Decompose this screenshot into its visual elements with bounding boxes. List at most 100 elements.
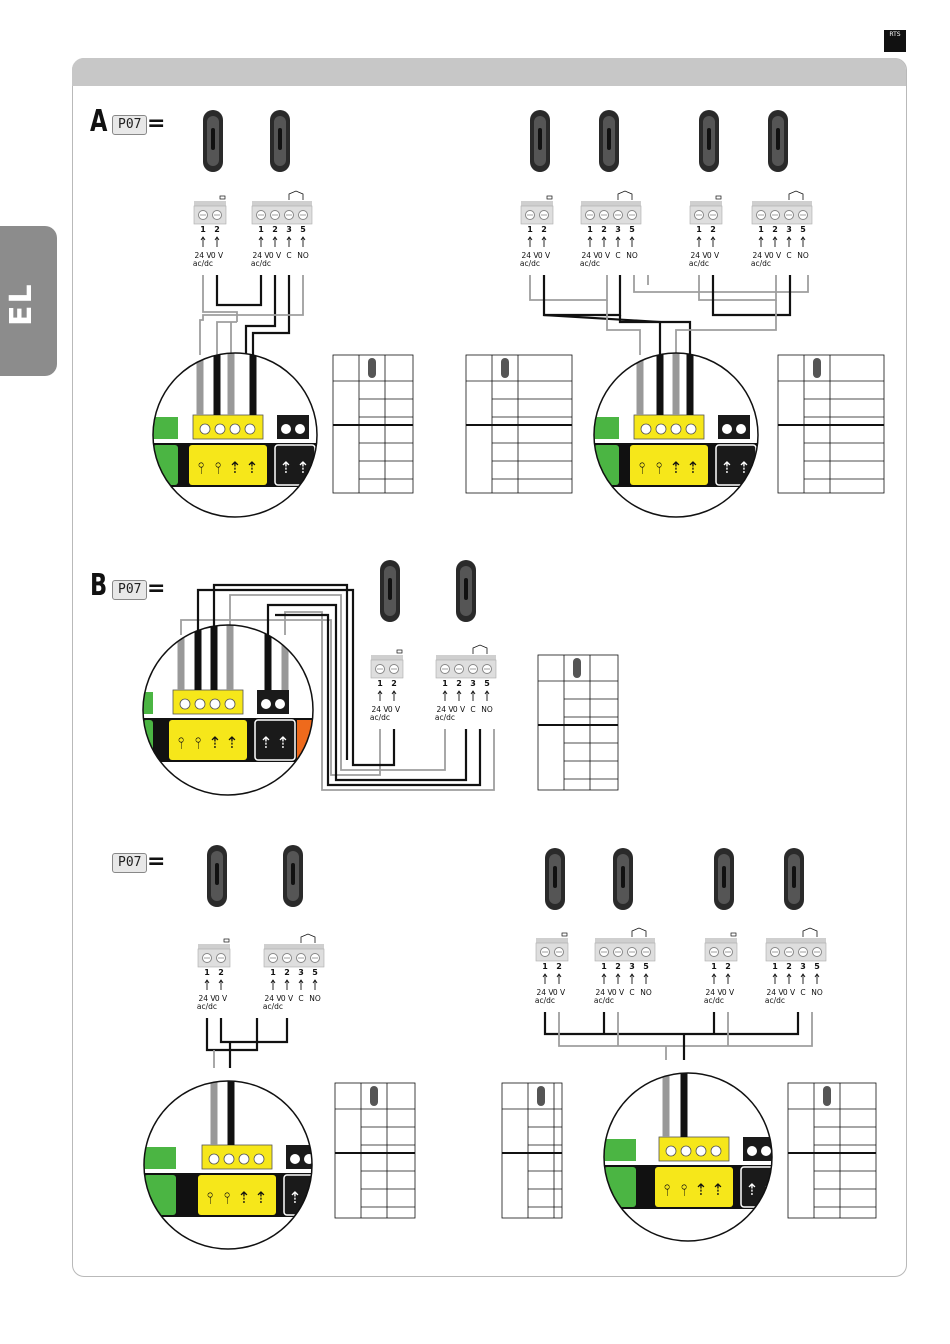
arrow-head — [800, 236, 806, 241]
orange-terminal — [317, 445, 337, 485]
terminal-number: 1 — [377, 679, 383, 688]
supply-label: 24 V — [521, 251, 539, 260]
arrow-head — [711, 973, 717, 978]
arrow-head — [643, 973, 649, 978]
terminal-number: 5 — [300, 225, 306, 234]
indicator-led — [546, 195, 553, 200]
supply-type-label: ac/dc — [435, 713, 455, 722]
green-connector — [143, 692, 153, 714]
wire — [251, 275, 291, 355]
photocell-window — [553, 866, 557, 888]
arrow-up-icon: ⇡ — [288, 1188, 301, 1207]
connector-screw — [747, 1146, 757, 1156]
supply-type-label: ac/dc — [580, 259, 600, 268]
photocell-symbol-icon: ⫯ — [215, 458, 222, 477]
photocell-symbol-icon: ⇡ — [237, 1188, 250, 1207]
arrow-up-icon: ⇡ — [737, 458, 750, 477]
language-tab[interactable]: EL — [0, 226, 57, 376]
arrow-head — [696, 236, 702, 241]
arrow-head — [200, 236, 206, 241]
relay-symbol — [631, 927, 647, 937]
photocell-window — [538, 128, 542, 150]
photocell-window — [776, 128, 780, 150]
supply-label: 24 V — [705, 988, 723, 997]
terminal-number: 5 — [800, 225, 806, 234]
connector-screw — [261, 699, 271, 709]
wire — [196, 588, 396, 767]
photocell-symbol-icon: ⇡ — [711, 1180, 724, 1199]
connector-screw — [295, 424, 305, 434]
zero-volt-label: 0 V — [783, 988, 796, 997]
terminal-top — [371, 655, 403, 660]
terminal-number: 2 — [772, 225, 778, 234]
supply-type-label: ac/dc — [263, 1002, 283, 1011]
supply-type-label: ac/dc — [535, 996, 555, 1005]
control-board-zoom-a1: ⫯⫯⇡⇡⇡⇡ — [153, 353, 337, 517]
terminal-number: 2 — [284, 968, 290, 977]
arrow-head — [615, 973, 621, 978]
terminal-body — [251, 205, 313, 225]
arrow-head — [556, 973, 562, 978]
photocell-symbol-icon: ⫯ — [198, 458, 205, 477]
normally-open-label: NO — [481, 705, 493, 714]
connector-screw — [224, 698, 236, 710]
photocell-symbol-icon: ⇡ — [225, 733, 238, 752]
photocell-rx-icon — [530, 110, 550, 172]
table-border — [334, 1082, 416, 1219]
zoom-circle-outline — [142, 624, 314, 796]
zero-volt-label: 0 V — [453, 705, 466, 714]
terminal-number: 1 — [711, 962, 717, 971]
terminal-top — [521, 201, 553, 206]
yellow-terminal — [198, 1175, 276, 1215]
terminal-number: 3 — [786, 225, 792, 234]
normally-open-label: NO — [309, 994, 321, 1003]
terminal-number: 1 — [270, 968, 276, 977]
wire — [229, 594, 446, 771]
arrow-head — [629, 973, 635, 978]
connector-screw — [223, 1153, 235, 1165]
zero-volt-label: 0 V — [612, 988, 625, 997]
terminal-top — [536, 938, 568, 943]
arrow-up-icon: ⇡ — [276, 733, 289, 752]
zero-volt-label: 0 V — [211, 251, 224, 260]
terminal-number: 1 — [601, 962, 607, 971]
wire — [675, 300, 777, 355]
terminal-number: 2 — [556, 962, 562, 971]
supply-type-label: ac/dc — [765, 996, 785, 1005]
supply-type-label: ac/dc — [197, 1002, 217, 1011]
arrow-head — [587, 236, 593, 241]
relay-symbol — [617, 190, 633, 200]
photocell-rx-icon — [714, 848, 734, 910]
wiring-table-a1 — [332, 354, 414, 494]
wire — [542, 275, 622, 317]
photocell-tx-icon — [456, 560, 476, 622]
zero-volt-label: 0 V — [538, 251, 551, 260]
photocell-window — [278, 128, 282, 150]
terminal-body — [580, 205, 642, 225]
terminal-number: 1 — [542, 962, 548, 971]
section-a-setting-display: P07 — [112, 115, 148, 135]
yellow-terminal — [169, 720, 247, 760]
connector-screw — [244, 423, 256, 435]
terminal-top — [705, 938, 737, 943]
control-board-zoom-a2: ⫯⫯⇡⇡⇡⇡ — [594, 353, 758, 517]
zero-volt-label: 0 V — [215, 994, 228, 1003]
green-connector — [144, 1147, 176, 1169]
section-c-equals: = — [147, 849, 166, 874]
arrow-head — [527, 236, 533, 241]
photocell-mini-icon — [368, 358, 376, 378]
terminal-top — [595, 938, 655, 943]
supply-label: 24 V — [581, 251, 599, 260]
terminal-body — [263, 948, 325, 968]
relay-symbol — [288, 190, 304, 200]
arrow-head — [541, 236, 547, 241]
arrow-head — [284, 979, 290, 984]
arrow-head — [298, 979, 304, 984]
